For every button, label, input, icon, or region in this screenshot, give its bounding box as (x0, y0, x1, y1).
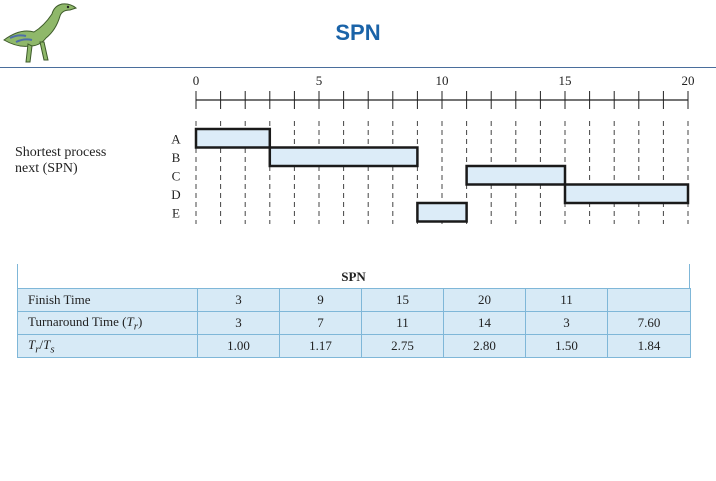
process-label: C (172, 168, 181, 183)
table-cell: 7.60 (607, 311, 691, 335)
table-caption: SPN (341, 269, 366, 284)
title-divider (0, 67, 716, 68)
axis-tick-label: 10 (436, 73, 449, 88)
label-subscript: s (50, 343, 55, 356)
table-cell: 14 (443, 311, 526, 335)
process-label: A (171, 131, 181, 146)
table-cell: 1.84 (607, 334, 691, 358)
results-table: Finish Time 3 9 15 20 11 Turnaround Time… (17, 288, 691, 358)
table-cell: 2.80 (443, 334, 526, 358)
label-slash: / (39, 336, 44, 352)
axis-tick-label: 5 (316, 73, 323, 88)
table-cell: 1.17 (279, 334, 362, 358)
axis-tick-label: 20 (682, 73, 695, 88)
schedule-bars (194, 127, 690, 223)
table-cell (607, 288, 691, 312)
schedule-bar-b (268, 146, 419, 168)
row-label-finish-time: Finish Time (17, 288, 198, 312)
table-row-finish-time: Finish Time 3 9 15 20 11 (17, 288, 691, 312)
label-subscript: r (133, 320, 138, 333)
time-axis-labels: 0 5 10 15 20 (193, 73, 695, 88)
label-variable: T (28, 336, 36, 352)
label-variable: T (43, 336, 51, 352)
schedule-bar-e (416, 201, 468, 223)
table-cell: 1.50 (525, 334, 608, 358)
table-cell: 3 (525, 311, 608, 335)
table-cell: 3 (197, 311, 280, 335)
policy-label-line2: next (SPN) (15, 161, 78, 176)
label-text-end: ) (137, 313, 143, 329)
row-label-turnaround-time: Turnaround Time (Tr) (17, 311, 198, 335)
process-label: D (171, 187, 180, 202)
schedule-bar-c (465, 164, 567, 186)
table-cell: 7 (279, 311, 362, 335)
table-cell: 3 (197, 288, 280, 312)
axis-tick-label: 15 (559, 73, 572, 88)
table-cell: 1.00 (197, 334, 280, 358)
dinosaur-icon (3, 3, 78, 63)
label-subscript: r (35, 343, 40, 356)
table-header-frame (17, 264, 690, 288)
table-cell: 11 (361, 311, 444, 335)
process-label: E (172, 205, 180, 220)
axis-tick-label: 0 (193, 73, 200, 88)
schedule-bar-d (563, 183, 690, 205)
table-cell: 2.75 (361, 334, 444, 358)
table-row-turnaround-time: Turnaround Time (Tr) 3 7 11 14 3 7.60 (17, 311, 691, 335)
table-cell: 20 (443, 288, 526, 312)
table-cell: 11 (525, 288, 608, 312)
policy-label-line1: Shortest process (15, 145, 107, 160)
time-guide-lines (195, 121, 689, 224)
schedule-bar-a (194, 127, 272, 149)
label-variable: T (126, 313, 134, 329)
process-label: B (172, 150, 181, 165)
row-label-normalized-turnaround: Tr/Ts (17, 334, 198, 358)
time-axis-ticks (195, 91, 689, 109)
label-text: Turnaround Time ( (28, 313, 127, 329)
table-row-normalized-turnaround: Tr/Ts 1.00 1.17 2.75 2.80 1.50 1.84 (17, 334, 691, 358)
scheduling-policy-label: Shortest process next (SPN) (15, 145, 106, 177)
table-cell: 15 (361, 288, 444, 312)
slide-title: SPN (335, 20, 381, 45)
table-cell: 9 (279, 288, 362, 312)
